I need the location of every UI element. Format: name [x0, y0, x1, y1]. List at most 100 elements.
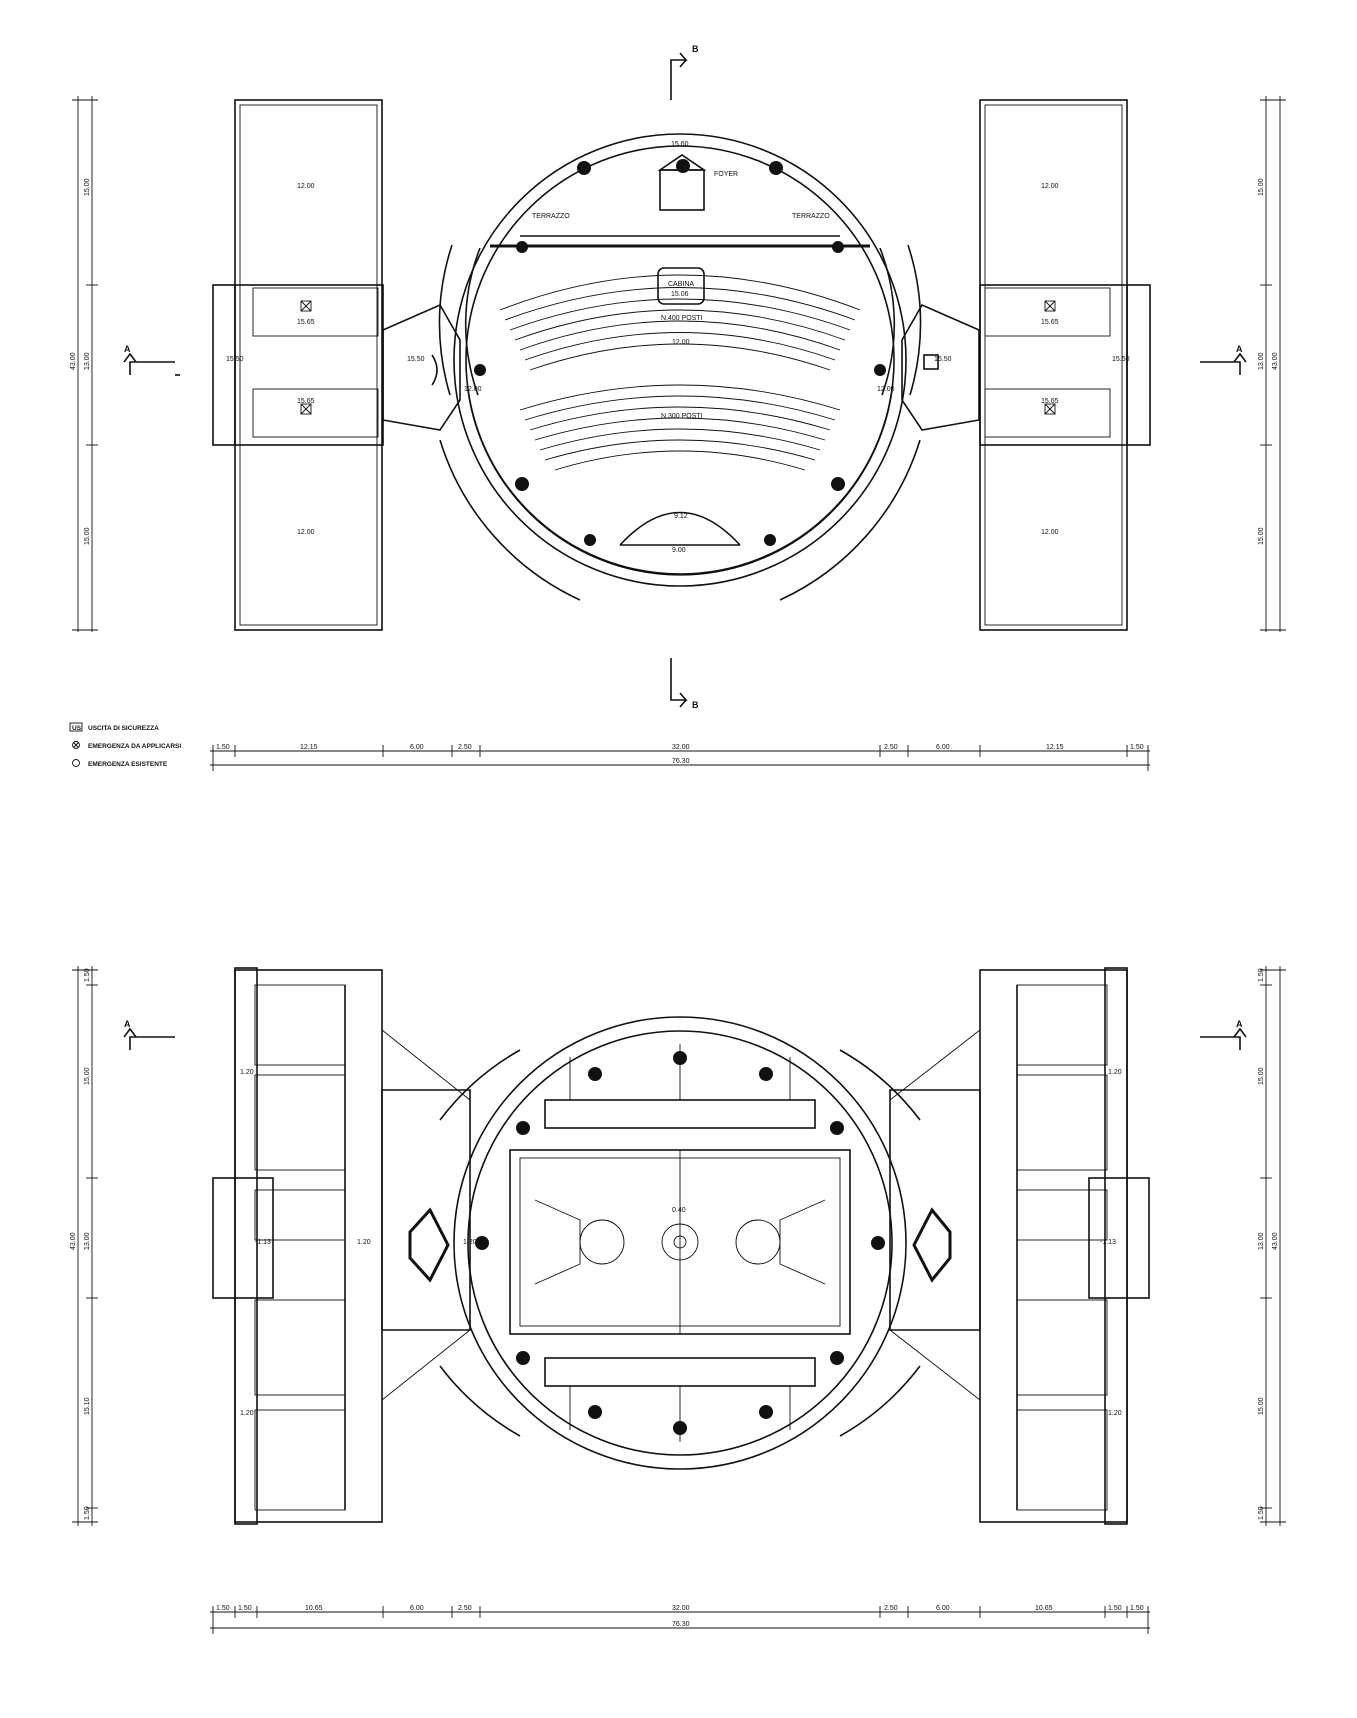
section-b-marker-bottom: B [670, 658, 699, 710]
dimension-bottom-lower: 1.50 1.50 10.65 6.00 2.50 32.00 2.50 6.0… [210, 1605, 1150, 1634]
dimension-right-lower: 1.50 15.00 13.00 43.00 15.00 1.50 [1258, 966, 1286, 1526]
svg-text:FOYER: FOYER [714, 171, 738, 178]
svg-text:A: A [124, 344, 131, 354]
svg-text:USCITA DI SICUREZZA: USCITA DI SICUREZZA [88, 725, 159, 732]
section-a-marker-left: A [123, 344, 180, 376]
svg-text:43.00: 43.00 [70, 352, 77, 370]
svg-text:12.15: 12.15 [300, 744, 318, 751]
lower-plan: A A 1.20 1.20 -1.13 1.20 [70, 966, 1286, 1634]
svg-text:15.00: 15.00 [1258, 1397, 1265, 1415]
svg-text:13.00: 13.00 [84, 352, 91, 370]
svg-text:15.65: 15.65 [297, 319, 315, 326]
svg-text:13.00: 13.00 [1258, 352, 1265, 370]
svg-text:1.50: 1.50 [1108, 1605, 1122, 1612]
svg-text:12.00: 12.00 [464, 386, 482, 393]
svg-text:1.50: 1.50 [1258, 968, 1265, 982]
left-wing-upper: 12.00 12.00 15.65 15.65 15.50 [212, 99, 384, 631]
svg-text:15.50: 15.50 [226, 356, 244, 363]
svg-text:1.20: 1.20 [1108, 1069, 1122, 1076]
svg-text:12.00: 12.00 [877, 386, 895, 393]
dimension-right-upper: 15.00 13.00 43.00 15.00 [1258, 96, 1286, 632]
svg-text:1.50: 1.50 [1130, 744, 1144, 751]
svg-text:15.65: 15.65 [297, 398, 315, 405]
left-block-lower: 1.20 1.20 -1.13 1.20 [212, 967, 383, 1525]
svg-text:1.20: 1.20 [240, 1069, 254, 1076]
dimension-left-lower: 1.50 15.00 13.00 43.00 15.10 1.50 [70, 966, 98, 1526]
emergency-existing-icon [72, 759, 80, 767]
svg-text:43.00: 43.00 [1272, 1232, 1279, 1250]
svg-text:32.00: 32.00 [672, 1605, 690, 1612]
svg-text:A: A [1236, 344, 1243, 354]
svg-text:32.00: 32.00 [672, 744, 690, 751]
svg-text:6.00: 6.00 [936, 744, 950, 751]
svg-text:15.65: 15.65 [1041, 319, 1059, 326]
svg-text:12.00: 12.00 [672, 339, 690, 346]
svg-text:0.40: 0.40 [672, 1207, 686, 1214]
svg-text:A: A [124, 1019, 131, 1029]
skylight-icon [1044, 403, 1056, 415]
svg-text:TERRAZZO: TERRAZZO [792, 213, 830, 220]
skylight-icon [300, 300, 312, 312]
svg-text:15.00: 15.00 [84, 178, 91, 196]
svg-text:-1.13: -1.13 [1100, 1239, 1116, 1246]
svg-text:43.00: 43.00 [70, 1232, 77, 1250]
right-block-lower: 1.20 1.20 -1.13 [979, 967, 1150, 1525]
svg-text:US: US [72, 725, 82, 732]
svg-text:15.50: 15.50 [1112, 356, 1130, 363]
svg-text:1.20: 1.20 [1108, 1410, 1122, 1417]
svg-text:2.50: 2.50 [458, 1605, 472, 1612]
svg-text:EMERGENZA ESISTENTE: EMERGENZA ESISTENTE [88, 761, 168, 768]
section-a-marker-left-lower: A [123, 1019, 175, 1050]
svg-text:1.50: 1.50 [84, 1506, 91, 1520]
svg-text:2.50: 2.50 [458, 744, 472, 751]
svg-text:15.65: 15.65 [1041, 398, 1059, 405]
svg-text:12.00: 12.00 [1041, 529, 1059, 536]
svg-text:76.30: 76.30 [672, 758, 690, 765]
svg-text:1.20: 1.20 [357, 1239, 371, 1246]
svg-text:9.12: 9.12 [674, 513, 688, 520]
svg-text:1.20: 1.20 [463, 1239, 477, 1246]
svg-text:6.00: 6.00 [936, 1605, 950, 1612]
svg-text:13.00: 13.00 [1258, 1232, 1265, 1250]
svg-text:1.50: 1.50 [216, 1605, 230, 1612]
svg-text:6.00: 6.00 [410, 1605, 424, 1612]
skylight-icon [1044, 300, 1056, 312]
svg-text:10.65: 10.65 [1035, 1605, 1053, 1612]
svg-text:N.300 POSTI: N.300 POSTI [661, 413, 703, 420]
dimension-bottom-upper: 1.50 12.15 6.00 2.50 32.00 2.50 6.00 12.… [210, 744, 1150, 771]
svg-text:1.20: 1.20 [240, 1410, 254, 1417]
svg-text:CABINA: CABINA [668, 281, 694, 288]
svg-text:15.10: 15.10 [84, 1397, 91, 1415]
svg-text:1.50: 1.50 [238, 1605, 252, 1612]
svg-text:9.00: 9.00 [672, 547, 686, 554]
svg-text:15.00: 15.00 [1258, 178, 1265, 196]
auditorium-rotunda: 15.60 FOYER TERRAZZO TERRAZZO CABINA 15.… [438, 133, 922, 601]
svg-text:10.65: 10.65 [305, 1605, 323, 1612]
svg-text:N.400 POSTI: N.400 POSTI [661, 315, 703, 322]
skylight-icon [300, 403, 312, 415]
svg-text:B: B [692, 700, 699, 710]
svg-text:12.00: 12.00 [297, 183, 315, 190]
svg-text:15.06: 15.06 [671, 291, 689, 298]
svg-text:1.50: 1.50 [1258, 1506, 1265, 1520]
emergency-new-icon [72, 741, 80, 749]
svg-text:12.15: 12.15 [1046, 744, 1064, 751]
svg-text:15.50: 15.50 [407, 356, 425, 363]
right-wing-upper: 12.00 12.00 15.65 15.65 15.50 [979, 99, 1151, 631]
upper-plan: B B A A [70, 44, 1286, 771]
right-link-upper: 15.50 [901, 303, 980, 431]
legend: US USCITA DI SICUREZZA EMERGENZA DA APPL… [69, 722, 181, 768]
svg-text:15.50: 15.50 [934, 356, 952, 363]
svg-text:15.00: 15.00 [1258, 1067, 1265, 1085]
section-a-marker-right-lower: A [1200, 1019, 1247, 1050]
right-connector-lower [889, 1029, 981, 1401]
svg-text:EMERGENZA DA APPLICARSI: EMERGENZA DA APPLICARSI [88, 743, 181, 750]
svg-text:12.00: 12.00 [297, 529, 315, 536]
svg-text:6.00: 6.00 [410, 744, 424, 751]
svg-text:TERRAZZO: TERRAZZO [532, 213, 570, 220]
svg-text:1.50: 1.50 [84, 968, 91, 982]
svg-text:-1.13: -1.13 [255, 1239, 271, 1246]
svg-text:A: A [1236, 1019, 1243, 1029]
left-link-upper: 15.50 [382, 303, 461, 431]
